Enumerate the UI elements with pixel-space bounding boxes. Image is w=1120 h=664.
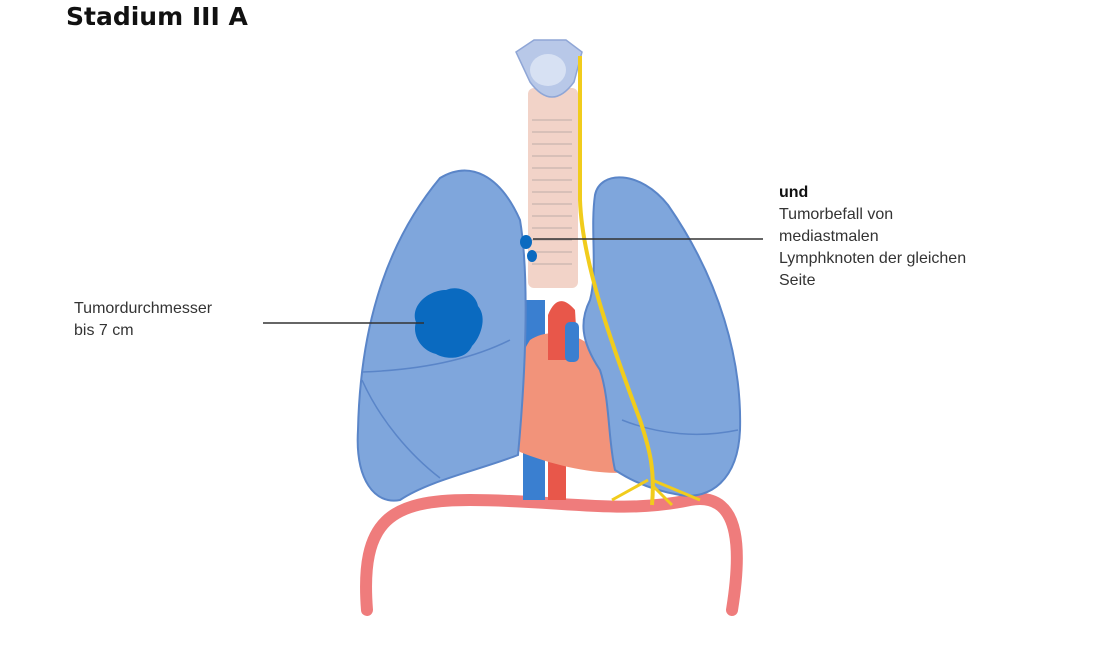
diaphragm (360, 493, 743, 616)
trachea-rings (532, 119, 572, 265)
label-lymph-nodes: und Tumorbefall von mediastmalen Lymphkn… (779, 182, 966, 292)
label-lymph-nodes-heading: und (779, 184, 809, 201)
larynx-inner (530, 54, 566, 86)
label-lymph-nodes-line3: Lymphknoten der gleichen (779, 250, 967, 267)
label-lymph-nodes-line2: mediastmalen (779, 228, 879, 245)
pulmonary-vein-right (565, 322, 579, 362)
label-lymph-nodes-line1: Tumorbefall von (779, 206, 894, 223)
nerve (578, 56, 655, 506)
tumor (414, 288, 483, 358)
nerve-branch-1 (611, 478, 649, 502)
lymph-node-lower (527, 250, 537, 262)
lymph-node-upper (520, 235, 532, 249)
label-tumor-size-line2: bis 7 cm (74, 322, 134, 339)
page-title: Stadium III A (66, 2, 248, 31)
left-lung (582, 176, 742, 497)
right-lung-fissure (361, 339, 511, 373)
label-tumor-size: Tumordurchmesser bis 7 cm (74, 298, 212, 342)
nerve-branch-2 (651, 478, 701, 502)
label-lymph-nodes-line4: Seite (779, 272, 816, 289)
nerve-branch-3 (650, 483, 674, 507)
label-tumor-size-line1: Tumordurchmesser (74, 300, 213, 317)
right-lung-fissure-lower (361, 379, 441, 479)
left-lung-fissure (621, 419, 739, 436)
trachea (528, 88, 578, 288)
